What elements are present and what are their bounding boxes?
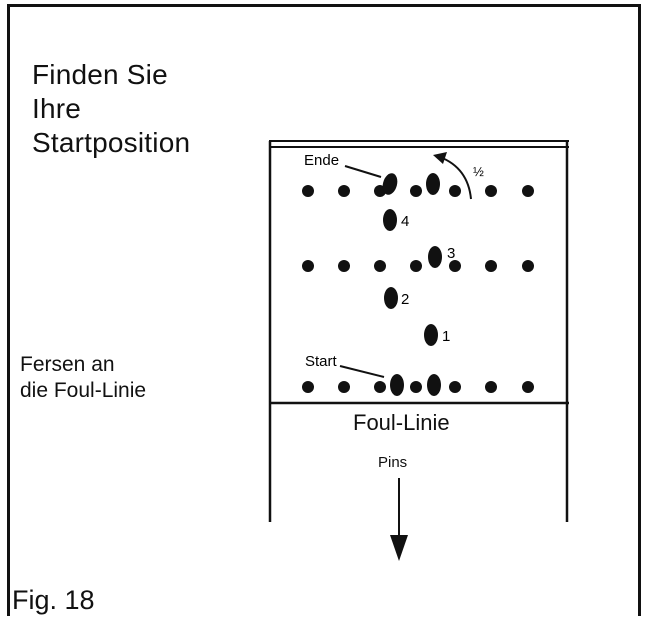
dot xyxy=(449,260,461,272)
heels-line-1: Fersen an xyxy=(20,353,115,376)
step-number-1: 1 xyxy=(442,328,450,345)
footprint-step-2 xyxy=(384,287,398,309)
pins-arrow-head xyxy=(390,535,408,561)
dot xyxy=(302,381,314,393)
dot xyxy=(449,185,461,197)
dot xyxy=(449,381,461,393)
dot xyxy=(410,185,422,197)
dot xyxy=(374,381,386,393)
dot xyxy=(522,260,534,272)
footprint-end-right xyxy=(426,173,440,195)
dot xyxy=(522,185,534,197)
dot xyxy=(338,381,350,393)
dot xyxy=(374,260,386,272)
title-line-1: Finden Sie xyxy=(32,59,168,90)
footprint-step-3 xyxy=(428,246,442,268)
figure-frame xyxy=(7,4,641,616)
step-number-2: 2 xyxy=(401,291,409,308)
start-label: Start xyxy=(305,353,338,370)
dot xyxy=(485,381,497,393)
dot xyxy=(485,185,497,197)
pins-label: Pins xyxy=(378,454,408,471)
title-line-2: Ihre xyxy=(32,93,82,124)
dot-row-top xyxy=(302,185,534,197)
dot-row-bottom xyxy=(302,381,534,393)
dot xyxy=(302,185,314,197)
dot xyxy=(410,381,422,393)
step-number-3: 3 xyxy=(447,245,455,262)
half-turn-label: ½ xyxy=(473,164,484,179)
dot xyxy=(302,260,314,272)
dot xyxy=(410,260,422,272)
footprint-step-1 xyxy=(424,324,438,346)
figure-label: Fig. 18 xyxy=(12,585,95,615)
half-turn-arrow-head xyxy=(433,152,447,164)
start-pointer-line xyxy=(339,365,385,378)
footprint-end-left xyxy=(382,173,398,195)
title: Finden Sie Ihre Startposition xyxy=(32,58,190,160)
dot-row-middle xyxy=(302,260,534,272)
footprints xyxy=(382,173,442,396)
ende-pointer-line xyxy=(344,165,382,178)
heels-instruction: Fersen an die Foul-Linie xyxy=(20,352,146,404)
footprint-step-4 xyxy=(383,209,397,231)
title-line-3: Startposition xyxy=(32,127,191,158)
footprint-start-left xyxy=(390,374,404,396)
dot xyxy=(338,185,350,197)
dot xyxy=(485,260,497,272)
footprint-start-right xyxy=(427,374,441,396)
foul-line-label: Foul-Linie xyxy=(353,410,450,435)
step-number-4: 4 xyxy=(401,213,409,230)
ende-label: Ende xyxy=(304,152,339,169)
dot xyxy=(338,260,350,272)
dot xyxy=(522,381,534,393)
heels-line-2: die Foul-Linie xyxy=(20,379,147,402)
